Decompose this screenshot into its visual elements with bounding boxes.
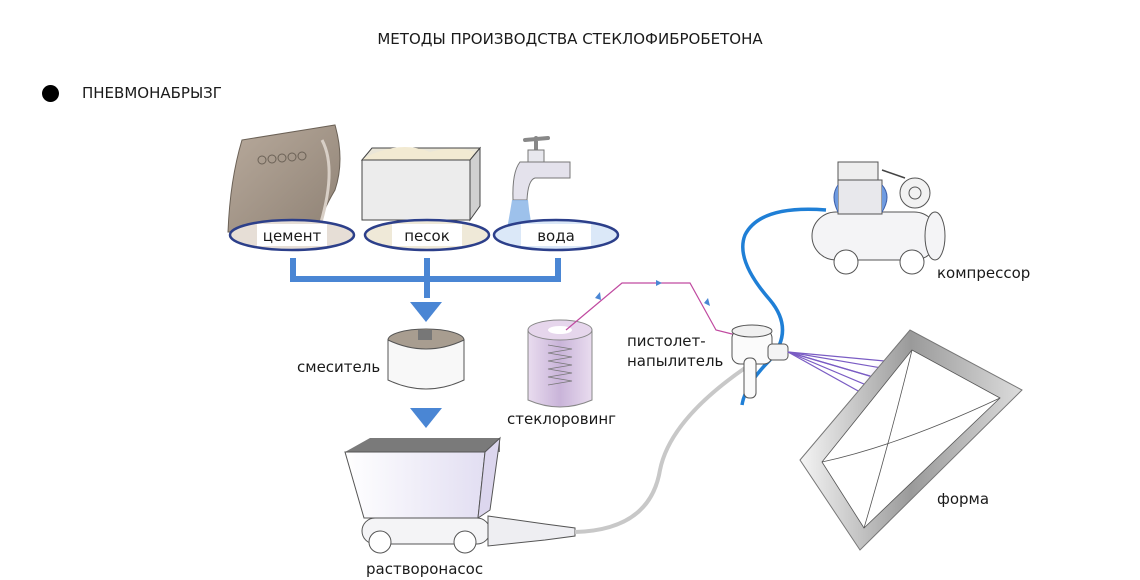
ingredient-pill-water: вода: [492, 218, 620, 252]
mixer-label: смеситель: [297, 358, 381, 376]
fiber-feed-line: [565, 280, 741, 337]
spray-gun-label-line1: пистолет-: [627, 332, 706, 350]
mortar-hose: [574, 366, 747, 534]
glass-roving-icon: [527, 319, 593, 408]
bullet-icon: [42, 85, 59, 102]
ingredients-flow-connector: [290, 258, 561, 298]
compressor-icon: [811, 161, 946, 275]
mold-label: форма: [937, 490, 990, 508]
glass-roving-label: стеклоровинг: [507, 410, 617, 428]
air-hose: [740, 207, 827, 406]
compressor-label: компрессор: [937, 264, 1031, 282]
mortar-pump-label: растворонасос: [366, 560, 484, 578]
ingredient-label-cement: цемент: [263, 227, 322, 245]
diagram-title: МЕТОДЫ ПРОИЗВОДСТВА СТЕКЛОФИБРОБЕТОНА: [377, 30, 763, 48]
flow-arrow-to-mixer: [410, 302, 442, 322]
method-heading: ПНЕВМОНАБРЫЗГ: [82, 84, 222, 102]
ingredient-label-sand: песок: [404, 227, 450, 245]
spray-gun-label-line2: напылитель: [627, 352, 724, 370]
ingredient-pill-sand: песок: [363, 218, 491, 252]
mixer-icon: [387, 328, 465, 390]
flow-arrow-to-pump: [410, 408, 442, 428]
sand-box-icon: [360, 146, 482, 222]
spray-gun-icon: [731, 324, 789, 399]
ingredient-pill-cement: цемент: [228, 218, 356, 252]
mortar-pump-icon: [344, 436, 576, 554]
ingredient-label-water: вода: [537, 227, 575, 245]
mold-icon: [799, 329, 1023, 551]
cement-bag-icon: [227, 124, 341, 233]
